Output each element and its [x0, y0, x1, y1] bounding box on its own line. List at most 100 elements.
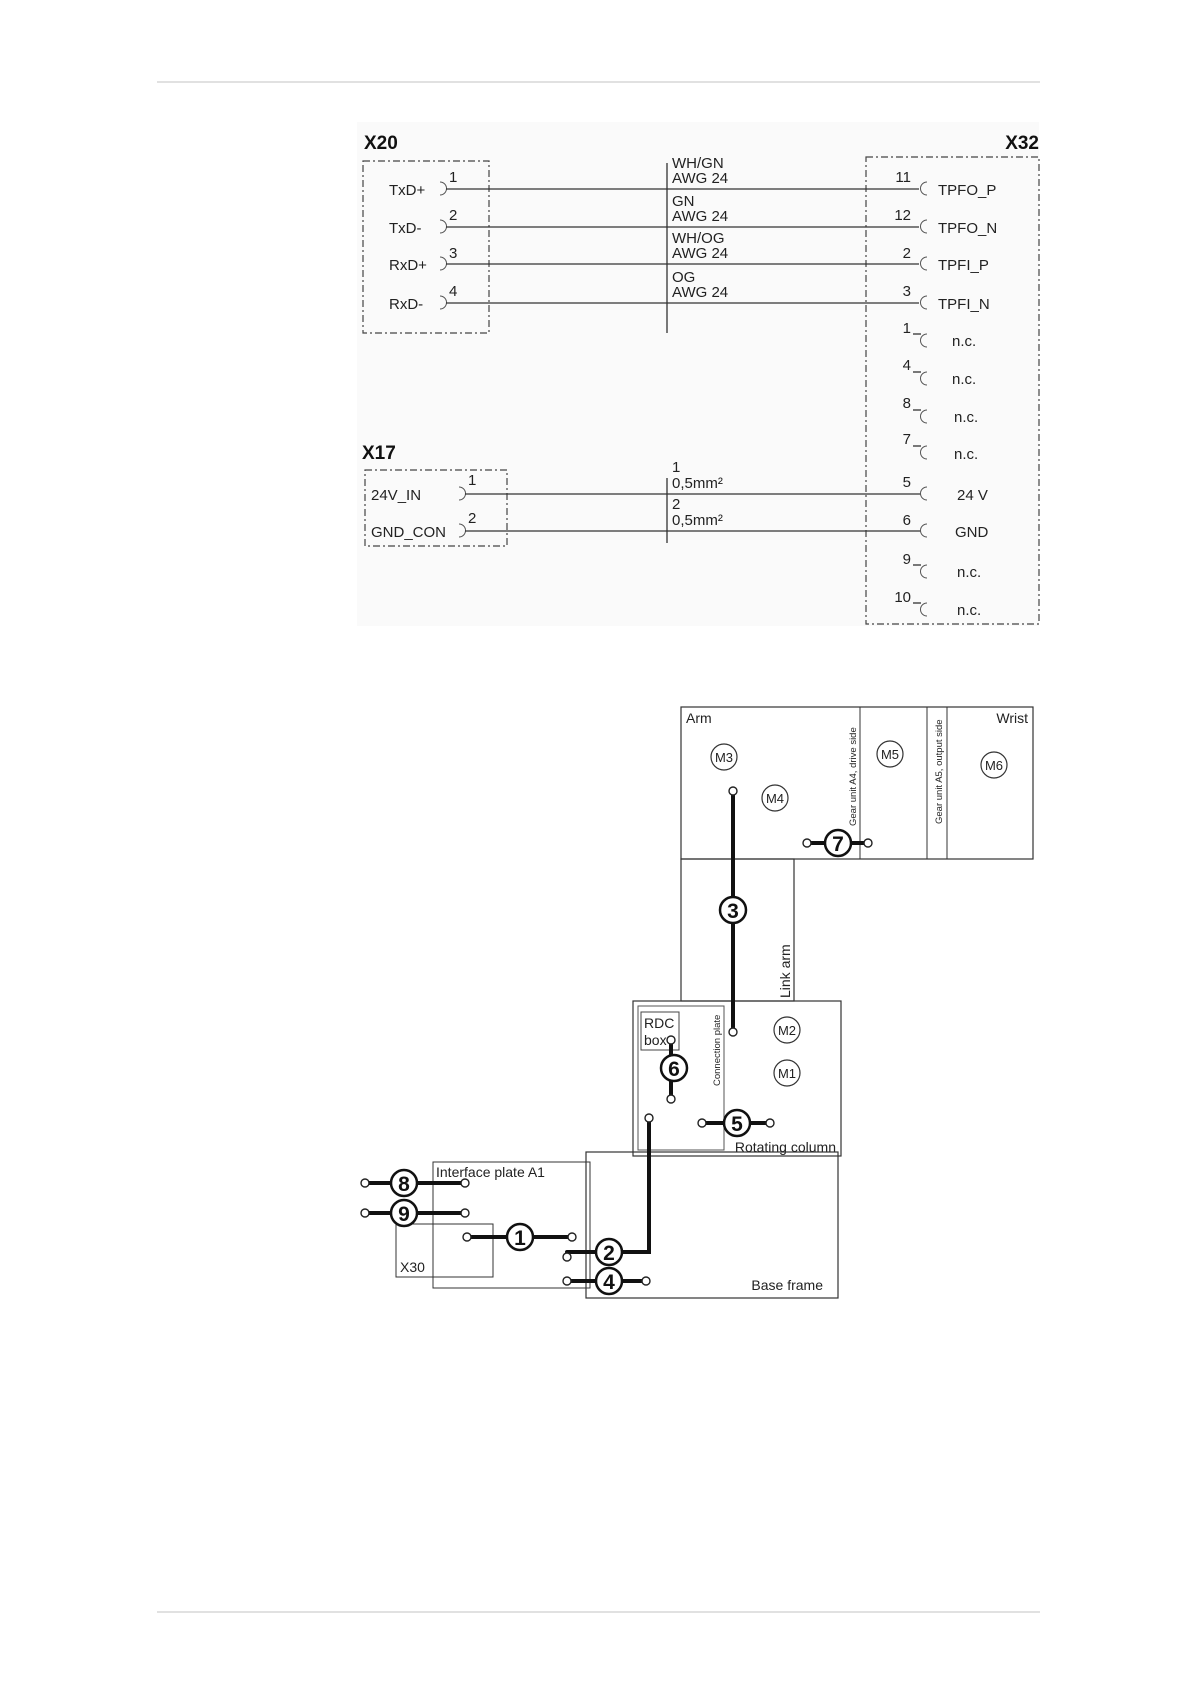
cable-badge-1: 1	[505, 1222, 535, 1252]
x32-signal: TPFI_P	[938, 257, 989, 274]
connection-plate-label: Connection plate	[712, 1015, 723, 1086]
connector-end-icon	[462, 1232, 472, 1242]
wire-size-label: 0,5mm²	[672, 512, 723, 529]
robot-layout: Arm Wrist Gear unit A4, drive side Gear …	[360, 706, 1034, 1299]
x32-pin: 4	[903, 357, 911, 374]
motor-m2: M2	[773, 1016, 801, 1044]
motor-circle	[761, 784, 789, 812]
socket-icon	[920, 486, 928, 501]
socket-icon	[920, 295, 928, 310]
motor-label: M5	[881, 747, 899, 762]
cable-number: 3	[727, 900, 739, 923]
x32-title: X32	[1005, 133, 1039, 154]
cable-badge-5: 5	[722, 1108, 752, 1138]
x32-row: 6 GND	[903, 512, 989, 541]
connector-end-icon	[562, 1252, 572, 1262]
connector-end-icon	[644, 1113, 654, 1123]
wiring-background	[357, 122, 1039, 626]
socket-icon	[920, 523, 928, 538]
x20-row-4: RxD- 4	[389, 283, 919, 313]
rotating-column-zone	[632, 1000, 842, 1157]
cable-number: 2	[603, 1242, 615, 1265]
x32-signal: TPFI_N	[938, 296, 990, 313]
badge-circle	[722, 1108, 752, 1138]
gear-a5-label: Gear unit A5, output side	[934, 719, 945, 824]
x20-pin: 3	[449, 245, 457, 262]
x17-row-1: 24V_IN 1	[371, 472, 921, 504]
gear-a4-label: Gear unit A4, drive side	[848, 727, 859, 826]
x32-signal: n.c.	[952, 333, 976, 350]
wire-number-label: 2	[672, 496, 680, 513]
motor-label: M2	[778, 1023, 796, 1038]
x20-connector-box	[362, 160, 490, 334]
x20-row-3: RxD+ 3	[389, 245, 919, 274]
badge-circle	[659, 1053, 689, 1083]
wire-gauge-label: AWG 24	[672, 284, 728, 301]
x32-row: 1 n.c.	[903, 320, 977, 350]
x32-row: 10 n.c.	[894, 589, 981, 619]
x32-pin: 5	[903, 474, 911, 491]
cable-badge-3: 3	[718, 895, 748, 925]
rdc-label-line1: RDC	[644, 1015, 674, 1031]
x17-signal: GND_CON	[371, 524, 446, 541]
connector-end-icon	[562, 1276, 572, 1286]
wiring-diagram: X20 X32 X17 TxD+ 1 TxD- 2 RxD+ 3	[357, 122, 1040, 626]
x32-signal: n.c.	[954, 409, 978, 426]
socket-icon	[920, 256, 928, 271]
x20-row-2: TxD- 2	[389, 207, 919, 237]
interface-plate-label: Interface plate A1	[436, 1164, 545, 1180]
cable-2-line	[565, 1120, 651, 1254]
motor-m3: M3	[710, 743, 738, 771]
x32-row: 4 n.c.	[903, 357, 977, 388]
x32-pin: 10	[894, 589, 911, 606]
wire-color-label: WH/GN	[672, 155, 724, 172]
connector-end-icon	[802, 838, 812, 848]
x17-row-2: GND_CON 2	[371, 510, 921, 541]
badge-circle	[389, 1168, 419, 1198]
link-arm-label: Link arm	[777, 944, 793, 998]
connector-end-icon	[765, 1118, 775, 1128]
wire-size-label: 0,5mm²	[672, 475, 723, 492]
wire-gauge-label: AWG 24	[672, 208, 728, 225]
cable-badge-4: 4	[594, 1266, 624, 1296]
x32-signal: TPFO_N	[938, 220, 997, 237]
x20-pin: 4	[449, 283, 457, 300]
x32-pin: 11	[895, 169, 911, 186]
cable-badge-6: 6	[659, 1053, 689, 1083]
x20-signal: RxD-	[389, 296, 423, 313]
motor-label: M1	[778, 1066, 796, 1081]
cable-badge-9: 9	[389, 1198, 419, 1228]
socket-icon	[920, 445, 928, 460]
x32-pin: 3	[903, 283, 911, 300]
badge-circle	[718, 895, 748, 925]
motor-m6: M6	[980, 751, 1008, 779]
x20-pin: 1	[449, 169, 457, 186]
socket-icon	[920, 602, 928, 617]
x32-pin: 8	[903, 395, 911, 412]
wire-color-label: OG	[672, 269, 695, 286]
x32-signal: TPFO_P	[938, 182, 996, 199]
x30-label: X30	[400, 1259, 425, 1275]
x17-pin: 1	[468, 472, 476, 489]
x32-connector-box	[865, 156, 1040, 625]
x32-signal: 24 V	[957, 487, 988, 504]
wrist-label: Wrist	[996, 710, 1028, 726]
connector-end-icon	[666, 1035, 676, 1045]
connector-end-icon	[360, 1178, 370, 1188]
x32-row: 9 n.c.	[903, 551, 982, 581]
x32-pin: 7	[903, 431, 911, 448]
connector-end-icon	[728, 1027, 738, 1037]
x32-pin: 2	[903, 245, 911, 262]
x20-signal: RxD+	[389, 257, 427, 274]
x20-signal: TxD+	[389, 182, 425, 199]
connector-end-icon	[863, 838, 873, 848]
socket-icon	[920, 181, 928, 196]
cable-connector-ends	[360, 786, 873, 1286]
socket-icon	[920, 333, 928, 348]
motor-circle	[980, 751, 1008, 779]
connector-end-icon	[666, 1094, 676, 1104]
badge-circle	[594, 1237, 624, 1267]
socket-icon	[920, 409, 928, 424]
wire-gauge-label: AWG 24	[672, 170, 728, 187]
